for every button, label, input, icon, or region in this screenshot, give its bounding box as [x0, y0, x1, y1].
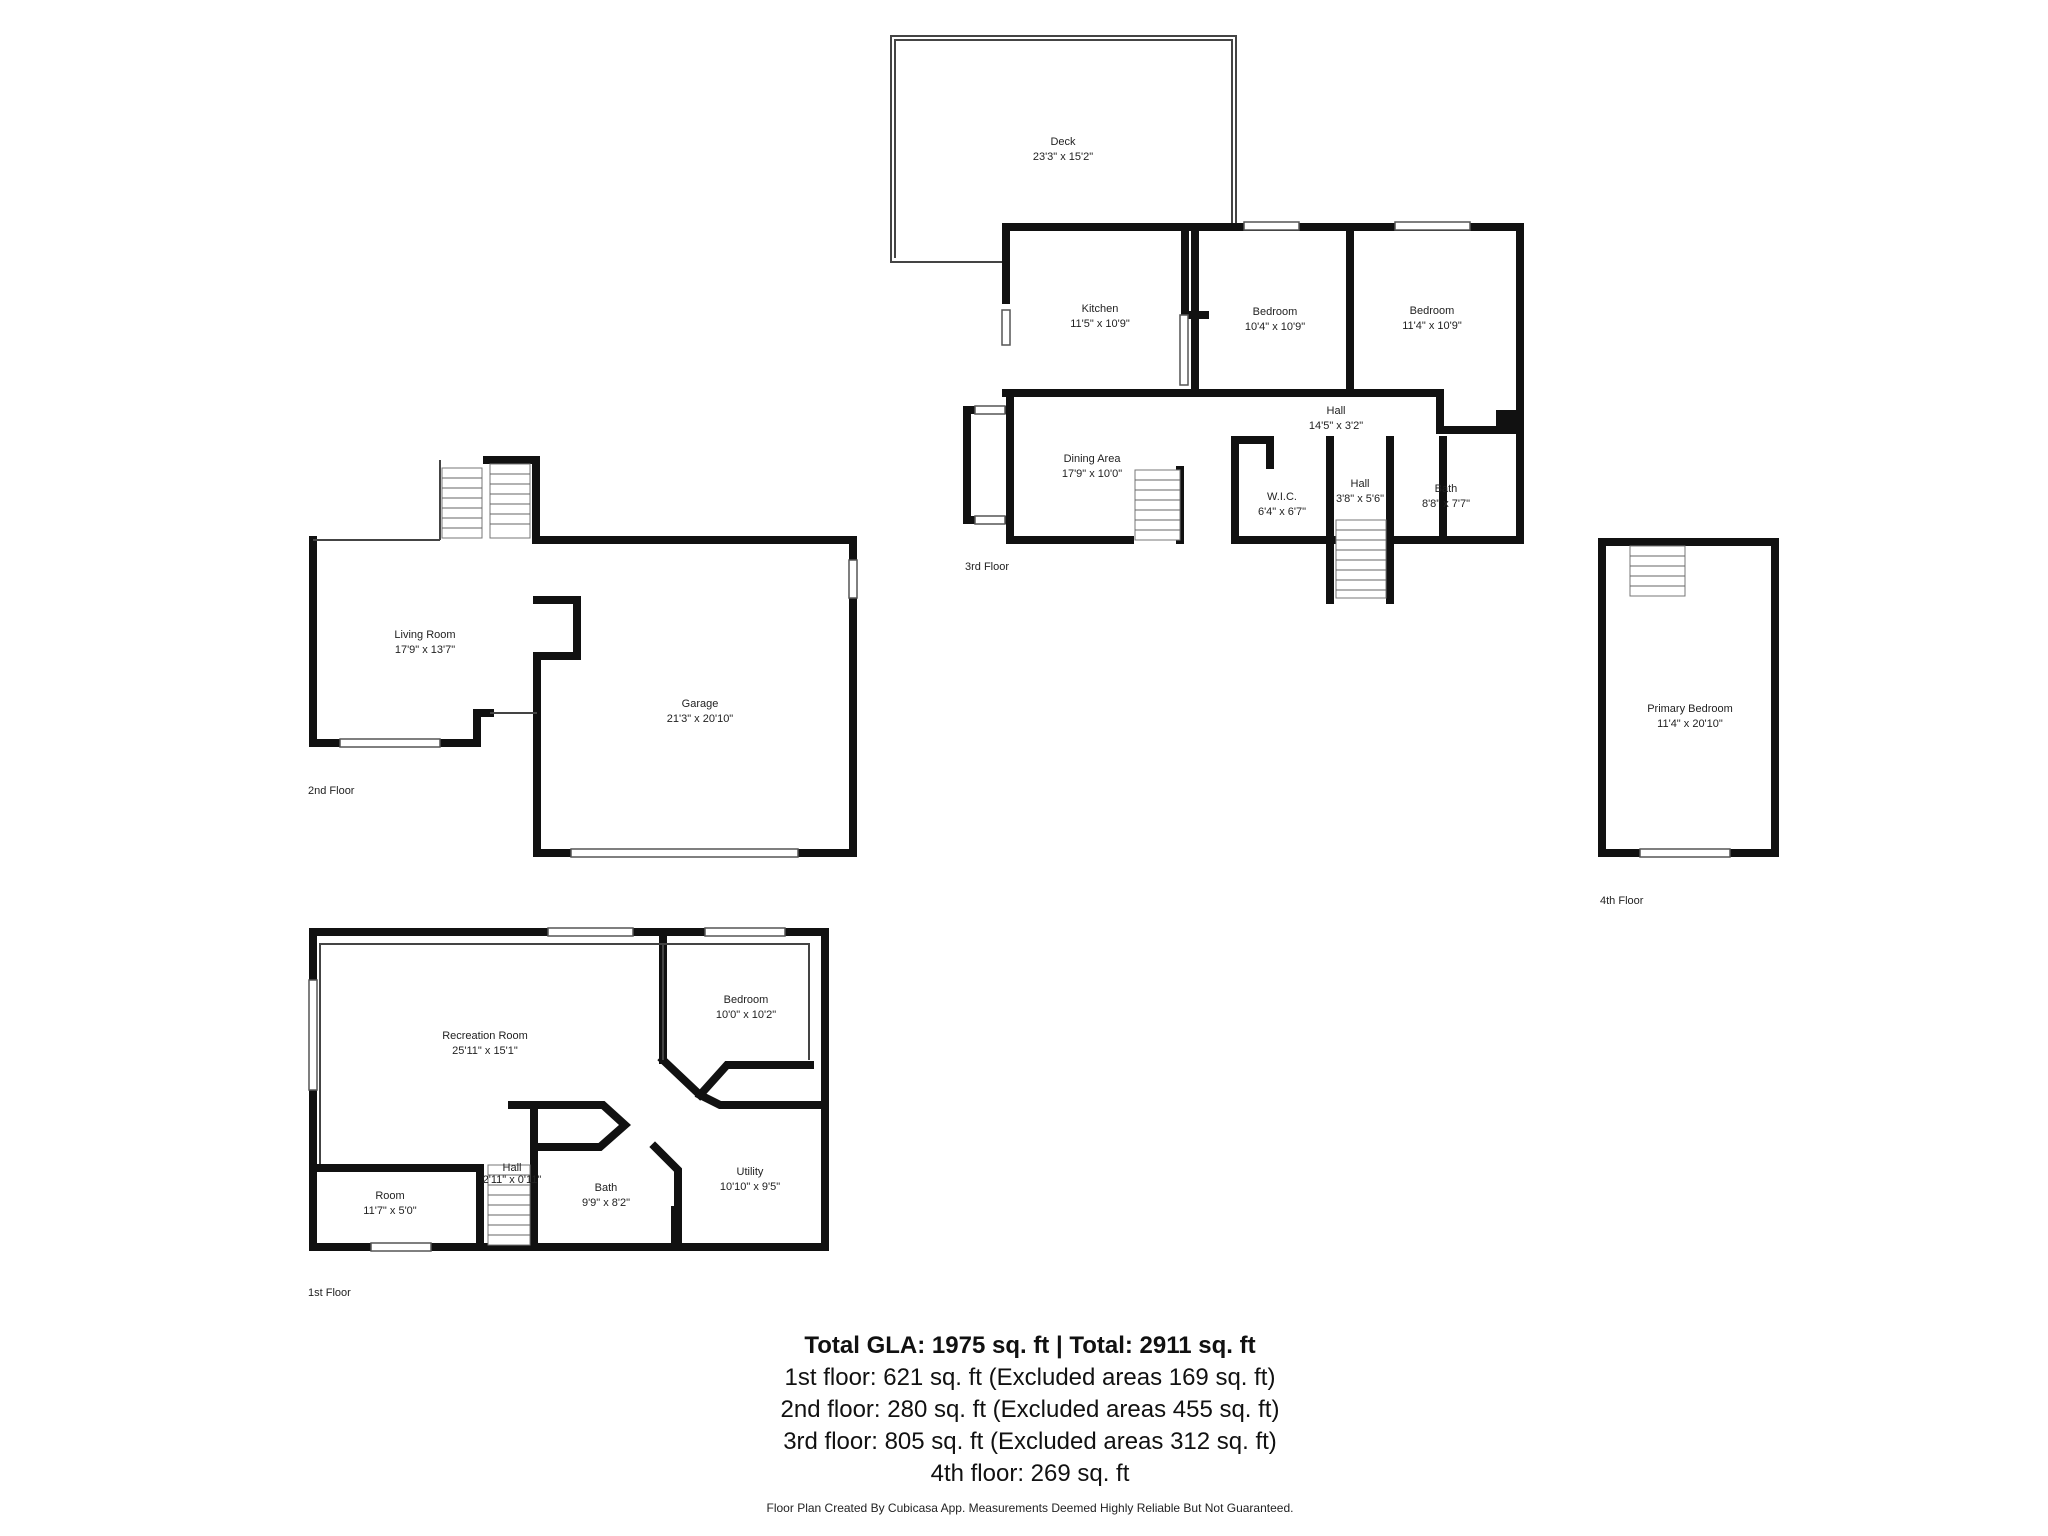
room-name-utility: Utility — [737, 1166, 764, 1178]
room-dims-dining-area: 17'9" x 10'0" — [1062, 468, 1122, 480]
floor-4th: Primary Bedroom 11'4" x 20'10" 4th Floor — [1598, 538, 1779, 907]
stairs-3rd-dining — [1134, 469, 1181, 541]
dining-walls — [963, 389, 1274, 544]
room-name-wic: W.I.C. — [1267, 491, 1297, 503]
room-dims-garage: 21'3" x 20'10" — [667, 713, 734, 725]
total-area: Total GLA: 1975 sq. ft | Total: 2911 sq.… — [804, 1332, 1256, 1359]
area-line-4th: 4th floor: 269 sq. ft — [930, 1460, 1130, 1487]
room-name-room: Room — [375, 1190, 404, 1202]
room-dims-bedroom-1st: 10'0" x 10'2" — [716, 1009, 776, 1021]
area-line-3rd: 3rd floor: 805 sq. ft (Excluded areas 31… — [783, 1428, 1277, 1455]
room-dims-bedroom-3rd-b: 11'4" x 10'9" — [1402, 320, 1462, 332]
room-dims-deck: 23'3" x 15'2" — [1033, 151, 1093, 163]
room-name-primary-bedroom: Primary Bedroom — [1647, 703, 1733, 715]
stairs-2nd — [439, 460, 531, 540]
floor-3rd: Deck 23'3" x 15'2" Kitchen 11'5" x 10'9"… — [890, 35, 1524, 604]
room-name-bath-3rd: Bath — [1435, 483, 1458, 495]
area-line-1st: 1st floor: 621 sq. ft (Excluded areas 16… — [784, 1364, 1276, 1391]
room-dims-primary-bedroom: 11'4" x 20'10" — [1657, 718, 1723, 730]
area-summary: Total GLA: 1975 sq. ft | Total: 2911 sq.… — [630, 1330, 1430, 1490]
room-dims-bath-3rd: 8'8" x 7'7" — [1422, 498, 1470, 510]
room-dims-hall-3rd-a: 14'5" x 3'2" — [1309, 420, 1363, 432]
garage-walls — [533, 536, 857, 857]
room-name-bedroom-3rd-a: Bedroom — [1253, 306, 1298, 318]
stairs-4th — [1629, 545, 1686, 597]
deck-outline — [890, 35, 1237, 263]
room-name-living-room: Living Room — [394, 629, 455, 641]
room-dims-utility: 10'10" x 9'5" — [720, 1181, 780, 1193]
room-name-dining-area: Dining Area — [1064, 453, 1122, 465]
room-dims-hall-3rd-b: 3'8" x 5'6" — [1336, 493, 1384, 505]
windows-3rd — [974, 221, 1471, 525]
lower-rooms-walls — [1231, 436, 1524, 604]
floor-label-2nd: 2nd Floor — [308, 785, 355, 797]
room-name-deck: Deck — [1050, 136, 1076, 148]
labels-3rd: Deck 23'3" x 15'2" Kitchen 11'5" x 10'9"… — [965, 136, 1470, 573]
room-dims-living-room: 17'9" x 13'7" — [395, 644, 455, 656]
room-dims-bath-1st: 9'9" x 8'2" — [582, 1197, 630, 1209]
room-name-recreation-room: Recreation Room — [442, 1030, 528, 1042]
room-name-hall-3rd-a: Hall — [1327, 405, 1346, 417]
room-name-bedroom-1st: Bedroom — [724, 994, 769, 1006]
room-name-hall-1st: Hall — [503, 1162, 522, 1174]
stairs-1st — [487, 1164, 531, 1246]
disclaimer-text: Floor Plan Created By Cubicasa App. Meas… — [766, 1501, 1294, 1515]
labels-4th: Primary Bedroom 11'4" x 20'10" 4th Floor — [1600, 703, 1733, 907]
room-name-bath-1st: Bath — [595, 1182, 618, 1194]
room-name-bedroom-3rd-b: Bedroom — [1410, 305, 1455, 317]
room-dims-kitchen: 11'5" x 10'9" — [1070, 318, 1130, 330]
floor-1st: Recreation Room 25'11" x 15'1" Bedroom 1… — [308, 927, 829, 1299]
room-name-garage: Garage — [682, 698, 719, 710]
floor-label-3rd: 3rd Floor — [965, 561, 1009, 573]
stairs-3rd-hall — [1335, 519, 1387, 599]
floor-2nd: Living Room 17'9" x 13'7" Garage 21'3" x… — [308, 456, 858, 858]
thin-lines-1st — [319, 943, 810, 1164]
room-dims-wic: 6'4" x 6'7" — [1258, 506, 1306, 518]
room-name-hall-3rd-b: Hall — [1351, 478, 1370, 490]
floor-label-1st: 1st Floor — [308, 1287, 351, 1299]
room-dims-recreation-room: 25'11" x 15'1" — [452, 1045, 518, 1057]
room-dims-room: 11'7" x 5'0" — [363, 1205, 416, 1217]
room-name-kitchen: Kitchen — [1082, 303, 1119, 315]
windows-2nd — [339, 559, 858, 858]
room-dims-hall-1st: 2'11" x 0'11" — [483, 1174, 542, 1186]
living-room-walls — [309, 456, 584, 747]
labels-1st: Recreation Room 25'11" x 15'1" Bedroom 1… — [308, 994, 780, 1299]
floor-label-4th: 4th Floor — [1600, 895, 1644, 907]
room-dims-bedroom-3rd-a: 10'4" x 10'9" — [1245, 321, 1305, 333]
area-line-2nd: 2nd floor: 280 sq. ft (Excluded areas 45… — [780, 1396, 1280, 1423]
windows-1st — [308, 927, 786, 1252]
labels-2nd: Living Room 17'9" x 13'7" Garage 21'3" x… — [308, 629, 733, 797]
